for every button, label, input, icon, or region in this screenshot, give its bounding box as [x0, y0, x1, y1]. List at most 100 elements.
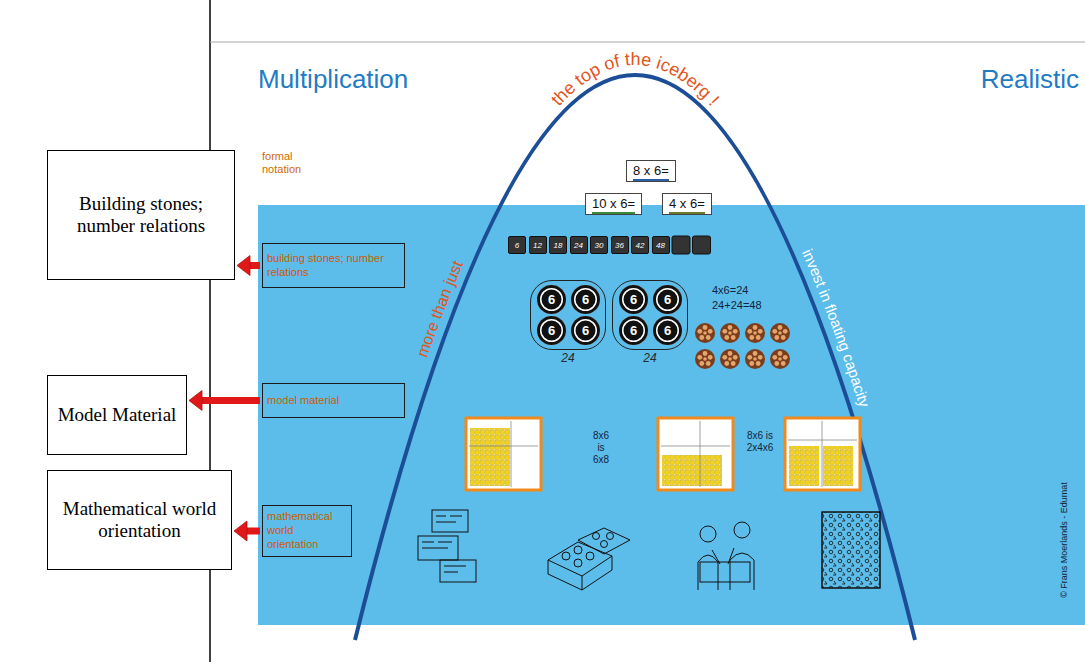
- svg-line: [511, 421, 512, 487]
- red-arrow: [234, 521, 260, 541]
- formula-box: 8 x 6=: [626, 160, 676, 182]
- svg-path: [548, 556, 612, 590]
- formula-box: 4 x 6=: [662, 193, 712, 215]
- svg-circle: [574, 546, 582, 554]
- svg-rect: [440, 560, 476, 582]
- curved-note: more than just: [414, 258, 467, 360]
- svg-rect: [662, 455, 722, 486]
- node-text: 24: [574, 241, 583, 250]
- number-cell: 42: [631, 236, 649, 254]
- arrow-head: [189, 391, 202, 411]
- curved-note: invest in floating capacity: [799, 246, 873, 409]
- node-text: 6: [630, 323, 637, 338]
- svg-rect: [789, 446, 819, 486]
- arrow-shaft: [200, 397, 260, 404]
- copyright: © Frans Moerlands - Edumat: [1059, 482, 1070, 598]
- number-cell: 30: [590, 236, 608, 254]
- svg-circle: [574, 559, 582, 567]
- grid-note: 8x6 is 2x4x6: [742, 430, 778, 454]
- sum-note: 4x6=24: [712, 284, 748, 297]
- number-cell: 12: [529, 236, 547, 254]
- svg-use: [720, 323, 740, 343]
- curved-heading: the top of the iceberg !: [547, 49, 723, 110]
- dot-flowers: [695, 323, 790, 369]
- six-dot: 6: [537, 316, 566, 345]
- svg-path: [436, 516, 462, 522]
- node-text: 6: [630, 292, 637, 307]
- node-text: 6: [582, 292, 589, 307]
- six-dot: 6: [653, 316, 682, 345]
- curved-note: more than just: [414, 258, 467, 360]
- six-dot: 6: [571, 285, 600, 314]
- six-dot: 6: [619, 316, 648, 345]
- area-grids: [466, 418, 860, 490]
- svg-use: [745, 323, 765, 343]
- formula-box: 10 x 6=: [585, 193, 642, 215]
- level-label-box: model material: [262, 383, 405, 418]
- node-text: 8 x 6=: [633, 163, 669, 181]
- top-rule: [210, 42, 1085, 43]
- node-text: 6: [548, 323, 555, 338]
- node-text: 6: [582, 323, 589, 338]
- svg-line: [788, 440, 857, 441]
- curved-heading: the top of the iceberg !: [547, 49, 723, 110]
- svg-line: [700, 421, 701, 487]
- node-text: mathematical world orientation: [267, 510, 347, 551]
- group-sum: 24: [613, 351, 687, 365]
- node-text: 48: [656, 241, 665, 250]
- node-text: 36: [615, 241, 624, 250]
- node-text: building stones; number relations: [267, 252, 400, 280]
- svg-rect: [432, 510, 468, 532]
- svg-circle: [593, 533, 600, 540]
- blank-cell: [672, 236, 690, 254]
- node-text: Mathematical world orientation: [56, 498, 223, 542]
- svg-rect: [822, 512, 880, 588]
- svg-use: [695, 349, 715, 369]
- six-dot: 6: [653, 285, 682, 314]
- annotation-box: Building stones; number relations: [47, 150, 235, 280]
- node-text: 42: [636, 241, 645, 250]
- svg-path: [422, 542, 452, 548]
- level-label: formal notation: [262, 150, 332, 176]
- svg-rect: [658, 418, 733, 490]
- title-text: Multiplication: [258, 64, 408, 95]
- subtitle: Realistic: [981, 64, 1079, 95]
- number-cell: 36: [611, 236, 629, 254]
- world-sketches: [418, 510, 880, 590]
- svg-rect: [822, 512, 880, 588]
- node-text: 4 x 6=: [669, 196, 705, 214]
- water-band: [258, 205, 1085, 625]
- svg-path: [712, 548, 734, 564]
- number-cell: 6: [508, 236, 526, 254]
- annotation-box: Model Material: [47, 375, 187, 455]
- svg-circle: [734, 522, 750, 538]
- blank-cell: [693, 236, 711, 254]
- node-text: Building stones; number relations: [56, 193, 226, 237]
- svg-circle: [562, 552, 570, 560]
- svg-rect: [466, 418, 541, 490]
- svg-rect: [823, 446, 853, 486]
- svg-use: [770, 349, 790, 369]
- node-text: Model Material: [58, 404, 177, 426]
- node-text: 6: [548, 292, 555, 307]
- node-text: 12: [533, 241, 542, 250]
- node-text: 6: [664, 323, 671, 338]
- svg-use: [770, 323, 790, 343]
- node-text: 10 x 6=: [592, 196, 635, 214]
- arrow-head: [237, 256, 250, 276]
- dot-group: 246666: [612, 280, 688, 350]
- svg-use: [720, 349, 740, 369]
- number-cell: 18: [549, 236, 567, 254]
- level-label-box: building stones; number relations: [262, 243, 405, 288]
- six-dot: 6: [571, 316, 600, 345]
- arrow-head: [234, 521, 247, 541]
- svg-rect: [418, 536, 458, 560]
- red-arrow: [237, 256, 260, 276]
- node-text: model material: [267, 394, 339, 408]
- svg-line: [469, 446, 538, 447]
- iceberg-arc: [355, 75, 915, 640]
- number-cell: 48: [652, 236, 670, 254]
- svg-circle: [607, 533, 614, 540]
- annotation-box: Mathematical world orientation: [47, 470, 232, 570]
